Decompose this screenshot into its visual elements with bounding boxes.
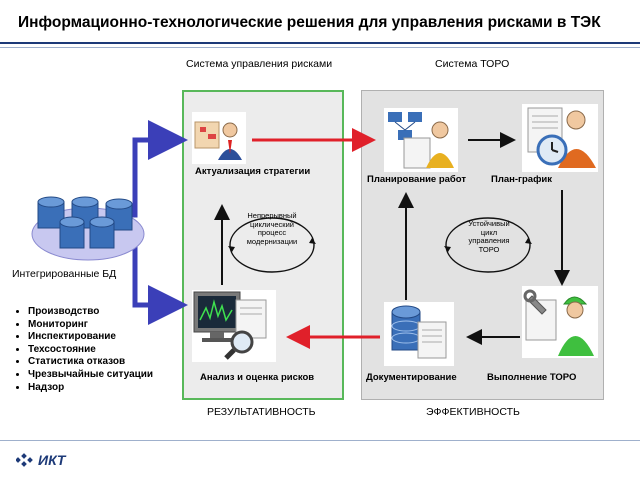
execution-label: Выполнение ТОРО <box>487 372 577 383</box>
strategy-label: Актуализация стратегии <box>195 166 311 177</box>
ikt-logo-icon <box>16 453 33 467</box>
list-item: Техсостояние <box>28 344 153 357</box>
analysis-monitor-icon <box>192 290 276 362</box>
list-item: Мониторинг <box>28 319 153 332</box>
title-divider-thin <box>0 47 640 48</box>
list-item: Производство <box>28 306 153 319</box>
list-item: Чрезвычайные ситуации <box>28 369 153 382</box>
list-item: Надзор <box>28 382 153 395</box>
page-title: Информационно-технологические решения дл… <box>18 14 601 31</box>
db-content-list: Производство Мониторинг Инспектирование … <box>14 306 153 394</box>
analysis-label: Анализ и оценка рисков <box>200 372 315 383</box>
schedule-clock-icon <box>522 104 598 172</box>
database-cluster-icon <box>31 196 145 261</box>
title-divider <box>0 42 640 44</box>
footer-divider <box>0 440 640 441</box>
right-cycle-ellipse <box>445 217 531 273</box>
documentation-db-icon <box>384 302 454 366</box>
planning-network-icon <box>384 108 458 172</box>
left-cycle-ellipse <box>229 217 315 273</box>
section-risk-label: Система управления рисками <box>186 58 333 70</box>
planning-label: Планирование работ <box>367 174 467 185</box>
execution-worker-icon <box>522 286 598 358</box>
section-toro-label: Система ТОРО <box>435 58 510 70</box>
schedule-label: План-график <box>491 174 552 185</box>
effectiveness-result-label: РЕЗУЛЬТАТИВНОСТЬ <box>207 406 316 418</box>
left-cycle-label: Непрерывный циклический процесс модерниз… <box>246 211 298 246</box>
integrated-db-label: Интегрированные БД <box>12 268 117 280</box>
list-item: Инспектирование <box>28 331 153 344</box>
ikt-logo-text: ИКТ <box>38 452 66 468</box>
documentation-label: Документирование <box>366 372 457 383</box>
right-cycle-label: Устойчивый цикл управления ТОРО <box>468 219 510 254</box>
list-item: Статистика отказов <box>28 356 153 369</box>
strategy-manager-icon <box>192 112 246 164</box>
efficiency-label: ЭФФЕКТИВНОСТЬ <box>426 406 520 418</box>
